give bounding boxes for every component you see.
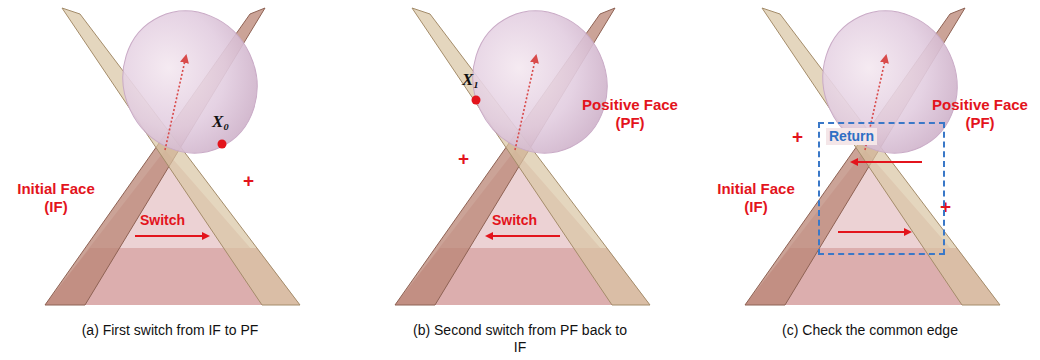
switch-label: Switch [492,212,537,229]
face-label: Positive Face (PF) [580,96,680,132]
point-marker [218,140,227,149]
return-arrow [852,161,922,163]
cone-figure [395,0,650,305]
face-label: Positive Face (PF) [930,96,1030,132]
subcaption: (b) Second switch from PF back to IF [410,322,630,356]
subcaption: (c) Check the common edge [720,322,1020,339]
subcaption: (a) First switch from IF to PF [20,322,320,339]
sign-label: + [940,196,951,219]
point-label: X₀ [212,112,229,132]
return-arrow [838,231,910,233]
face-label: Initial Face (IF) [6,180,106,216]
switch-arrow [135,235,208,237]
point-label: X₁ [462,70,479,90]
switch-label: Switch [140,212,185,229]
dashed-region: Return [818,122,945,255]
cone-figure [745,0,1000,305]
face-label: Initial Face (IF) [706,180,806,216]
cone-figure [45,0,300,305]
region-label: Return [826,128,877,145]
sign-label: + [458,148,469,171]
point-marker [472,96,481,105]
sign-label: + [243,170,254,193]
switch-arrow [487,235,560,237]
sign-label: + [792,126,803,149]
